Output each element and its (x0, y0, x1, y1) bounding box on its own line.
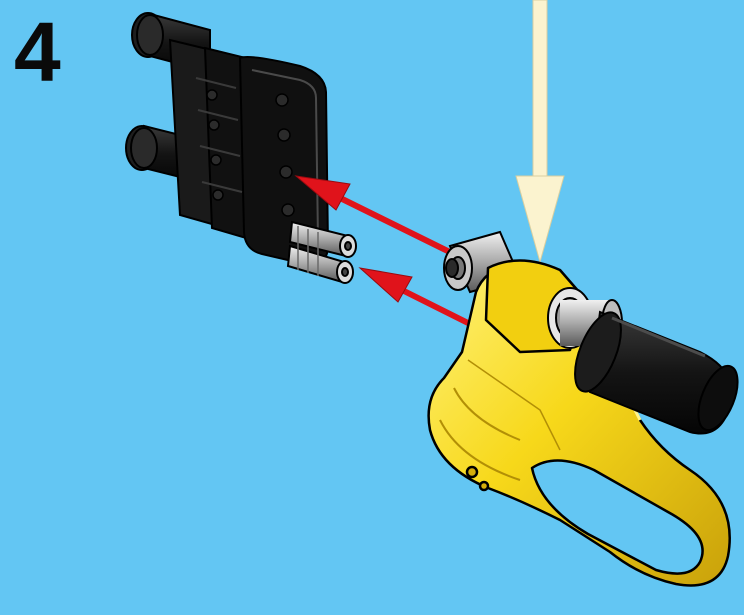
step-number: 4 (14, 10, 61, 94)
